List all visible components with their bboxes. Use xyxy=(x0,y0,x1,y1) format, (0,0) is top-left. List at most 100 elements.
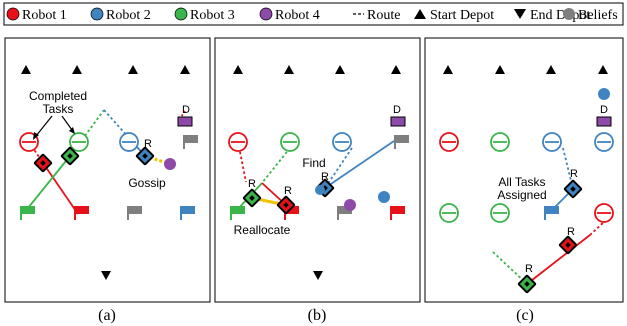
replan-r-label: R xyxy=(567,226,575,238)
robot4-route xyxy=(180,110,186,118)
end-depot-icon xyxy=(101,271,111,280)
robot4-marker xyxy=(596,116,612,127)
task-robot2 xyxy=(594,132,614,152)
task-robot3 xyxy=(280,132,300,152)
start-depot-icon xyxy=(21,65,31,74)
robot2-route xyxy=(324,140,395,189)
legend-robot3: Robot 3 xyxy=(190,8,235,23)
belief-robot4 xyxy=(344,199,356,211)
arrowhead-icon xyxy=(69,127,75,134)
panel-b: D R R R Find Reallocate xyxy=(214,37,421,303)
belief-legend-icon xyxy=(563,8,575,20)
task-flag-robot2 xyxy=(180,206,195,220)
task-robot1 xyxy=(228,132,248,152)
legend: Robot 1 Robot 2 Robot 3 Robot 4 Route St… xyxy=(3,2,624,26)
robot3-legend-icon xyxy=(174,7,188,21)
task-robot1 xyxy=(594,203,614,223)
replan-r-label: R xyxy=(284,185,292,197)
task-flag-robot1 xyxy=(74,206,89,220)
robot4-marker xyxy=(390,116,406,127)
all-tasks-assigned-label-line1: All Tasks xyxy=(498,175,545,189)
completed-arrow xyxy=(61,115,73,131)
robot1-planned-route xyxy=(589,221,605,236)
robot1-marker xyxy=(558,235,578,255)
completed-tasks-label-line2: Tasks xyxy=(43,102,74,116)
task-robot2 xyxy=(119,132,139,152)
robot1-route xyxy=(526,234,591,285)
task-flag-belief xyxy=(394,135,409,149)
start-depot-icon xyxy=(180,65,190,74)
robot3-route xyxy=(27,155,71,209)
robot1-route xyxy=(42,162,79,215)
belief-robot2 xyxy=(378,191,390,203)
task-flag-robot2 xyxy=(544,206,559,220)
task-robot3 xyxy=(490,203,510,223)
depot-d-label: D xyxy=(393,104,401,116)
legend-robot1: Robot 1 xyxy=(22,8,67,23)
completed-tasks-label-line1: Completed xyxy=(29,89,87,103)
robot1-legend-icon xyxy=(6,7,20,21)
legend-box xyxy=(3,2,624,26)
task-robot2 xyxy=(332,132,352,152)
replan-r-label: R xyxy=(144,138,152,150)
start-depot-icon xyxy=(335,65,345,74)
robot2-legend-icon xyxy=(90,7,104,21)
end-depot-icon xyxy=(313,271,323,280)
all-tasks-assigned-label-line2: Assigned xyxy=(497,188,546,202)
panel-b-caption: (b) xyxy=(308,307,327,324)
robot2-planned-route xyxy=(324,147,353,189)
reallocate-label: Reallocate xyxy=(234,223,291,237)
belief-robot2 xyxy=(598,88,610,100)
panel-b-frame xyxy=(214,37,421,303)
start-depot-legend-icon xyxy=(414,9,426,19)
find-label: Find xyxy=(302,156,325,170)
replan-r-label: R xyxy=(248,178,256,190)
start-depot-icon xyxy=(233,65,243,74)
start-depot-icon xyxy=(495,65,505,74)
task-robot1 xyxy=(439,132,459,152)
robot3-planned-route xyxy=(492,251,528,285)
task-flag-robot3 xyxy=(230,206,245,220)
end-depot-legend-icon xyxy=(514,9,526,19)
belief-robot4 xyxy=(164,158,176,170)
depot-d-label: D xyxy=(600,104,608,116)
replan-r-label: R xyxy=(525,263,533,275)
arrowhead-icon xyxy=(33,132,39,140)
robot3-planned-route xyxy=(261,147,291,184)
start-depot-icon xyxy=(72,65,82,74)
replan-r-label: R xyxy=(321,171,329,183)
legend-beliefs: Beliefs xyxy=(578,8,618,23)
task-flag-belief xyxy=(127,206,142,220)
legend-route: Route xyxy=(367,8,400,23)
panel-a-frame xyxy=(4,37,211,303)
completed-arrow xyxy=(35,115,53,137)
legend-end-depot: End Depot xyxy=(530,8,590,23)
panel-a: Completed Tasks Gossip D R xyxy=(4,37,211,303)
gossip-label: Gossip xyxy=(128,176,166,190)
task-flag-robot1 xyxy=(390,206,405,220)
panel-c-frame xyxy=(424,37,624,303)
robot3-marker xyxy=(242,188,262,208)
task-robot3 xyxy=(439,203,459,223)
panel-c: D R R R All Tasks Assigned xyxy=(424,37,624,303)
panel-a-caption: (a) xyxy=(98,307,116,324)
legend-start-depot: Start Depot xyxy=(430,8,494,23)
robot4-marker xyxy=(177,116,193,127)
depot-d-label: D xyxy=(182,104,190,116)
robot4-legend-icon xyxy=(259,7,273,21)
robot3-marker xyxy=(517,274,537,294)
start-depot-icon xyxy=(443,65,453,74)
legend-robot2: Robot 2 xyxy=(106,8,151,23)
legend-robot4: Robot 4 xyxy=(275,8,320,23)
start-depot-icon xyxy=(391,65,401,74)
task-robot3 xyxy=(490,132,510,152)
replan-r-label: R xyxy=(570,168,578,180)
start-depot-icon xyxy=(598,65,608,74)
panel-c-caption: (c) xyxy=(516,307,534,324)
belief-robot2 xyxy=(315,185,325,195)
start-depot-icon xyxy=(128,65,138,74)
robot1-marker xyxy=(33,153,53,173)
task-flag-belief xyxy=(183,135,198,149)
start-depot-icon xyxy=(546,65,556,74)
task-flag-robot3 xyxy=(20,206,35,220)
